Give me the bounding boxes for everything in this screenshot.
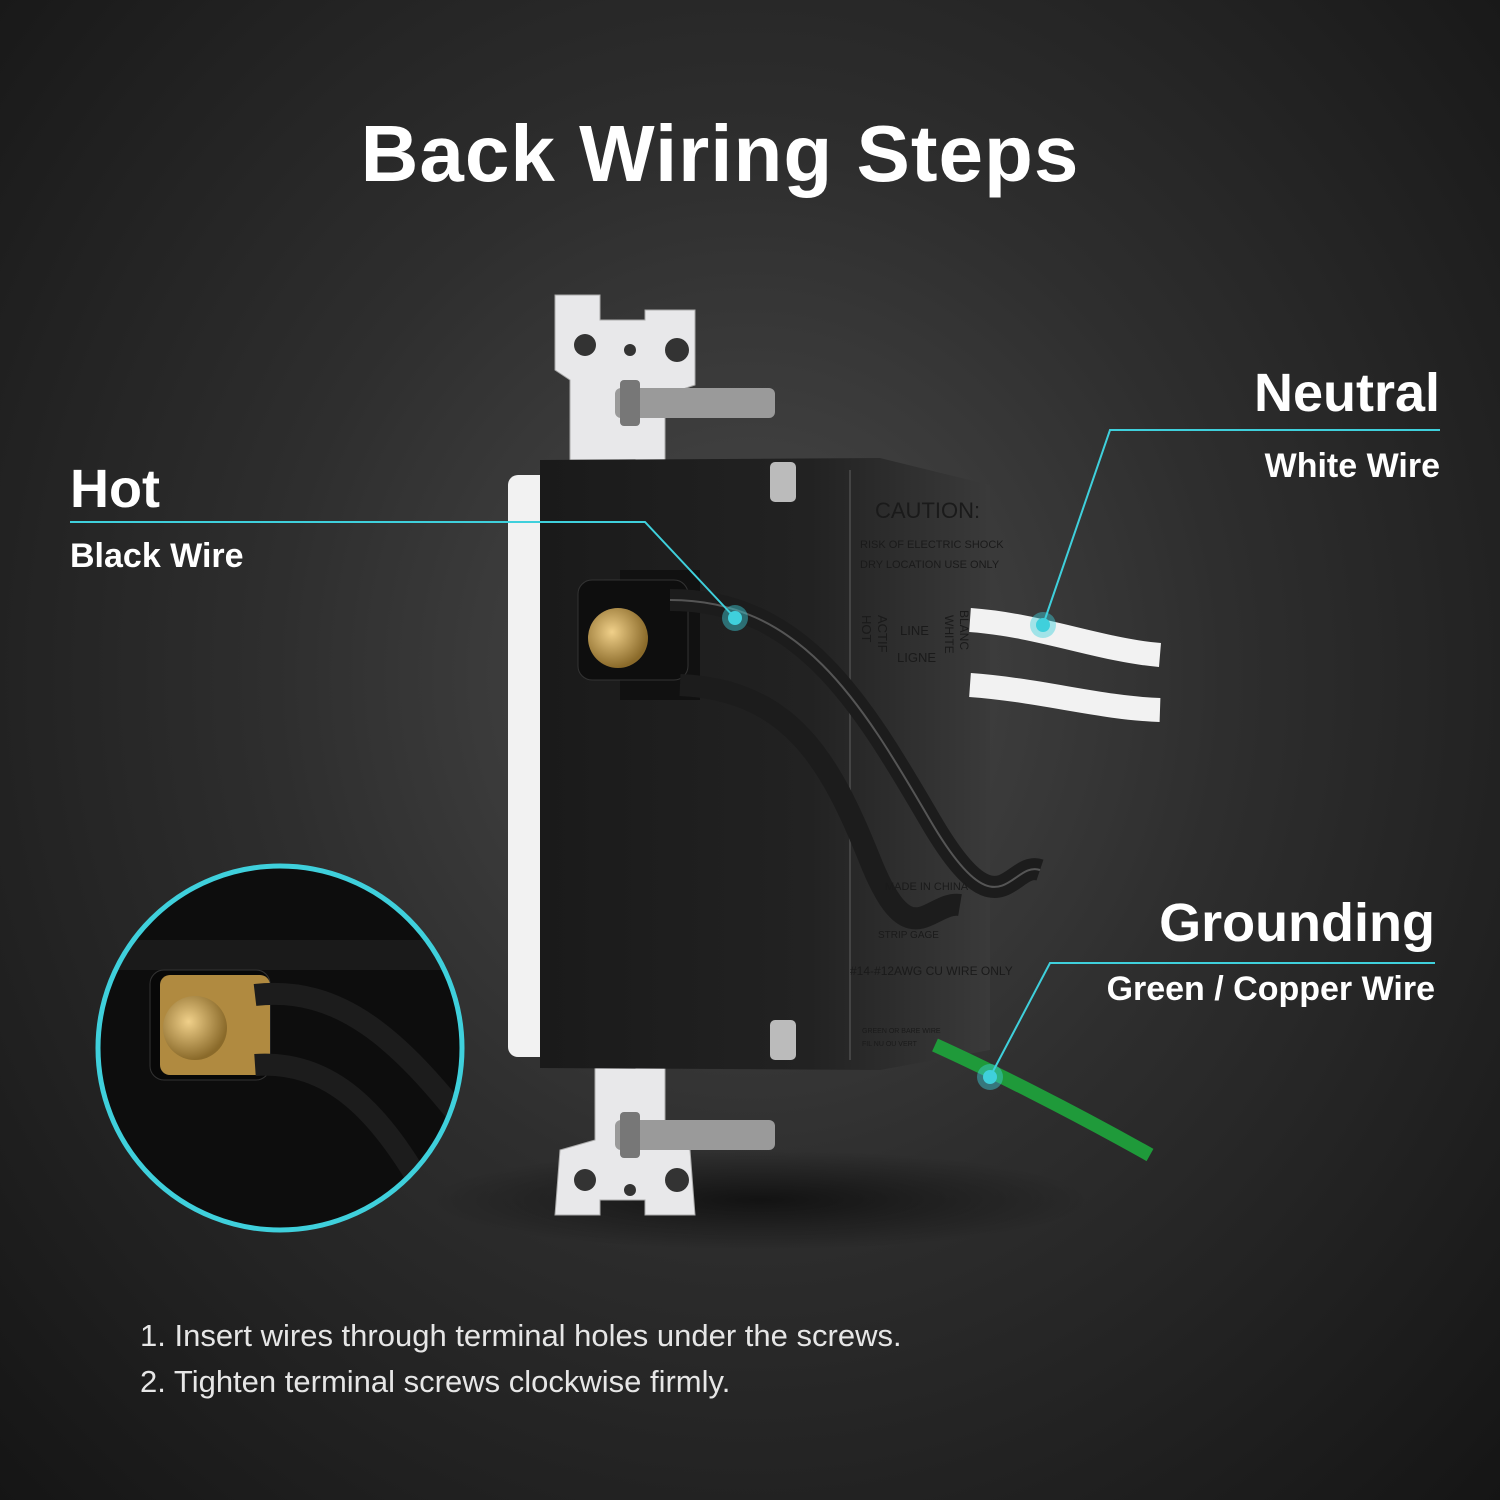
drop-shadow — [430, 1150, 1090, 1250]
hot-wire-2 — [679, 674, 962, 930]
svg-text:#14-#12AWG CU WIRE ONLY: #14-#12AWG CU WIRE ONLY — [850, 964, 1013, 978]
grounding-callout-line — [989, 962, 1435, 1078]
svg-text:ACTIF: ACTIF — [875, 615, 890, 653]
mounting-screw — [615, 1120, 775, 1150]
grounding-marker — [983, 1070, 997, 1084]
bottom-mounting-strap — [554, 1054, 775, 1216]
page-title: Back Wiring Steps — [360, 109, 1080, 198]
svg-text:LINE: LINE — [900, 623, 929, 638]
svg-text:HOT: HOT — [859, 615, 874, 643]
step-1: 1. Insert wires through terminal holes u… — [140, 1318, 902, 1353]
neutral-marker — [1036, 618, 1050, 632]
neutral-wire — [969, 608, 1162, 667]
svg-text:DRY LOCATION USE ONLY: DRY LOCATION USE ONLY — [860, 559, 1000, 571]
hot-label: Hot — [70, 459, 160, 519]
svg-text:GREEN OR BARE WIRE: GREEN OR BARE WIRE — [862, 1028, 941, 1035]
ground-wire — [932, 1038, 1154, 1162]
grounding-sublabel: Green / Copper Wire — [1106, 970, 1435, 1008]
svg-text:RISK OF ELECTRIC SHOCK: RISK OF ELECTRIC SHOCK — [860, 539, 1004, 551]
svg-text:LIGNE: LIGNE — [897, 650, 936, 665]
mounting-screw — [615, 388, 775, 418]
neutral-callout-line — [1042, 429, 1440, 626]
hot-callout-line — [70, 521, 736, 619]
hot-sublabel: Black Wire — [70, 537, 244, 575]
neutral-sublabel: White Wire — [1264, 447, 1440, 485]
step-2: 2. Tighten terminal screws clockwise fir… — [140, 1364, 731, 1399]
neutral-wire-2 — [969, 673, 1161, 722]
svg-text:BLANC: BLANC — [957, 610, 971, 650]
svg-text:FIL NU OU VERT: FIL NU OU VERT — [862, 1041, 918, 1048]
hot-marker — [728, 611, 742, 625]
terminal-closeup — [95, 863, 465, 1233]
top-mounting-strap — [554, 294, 775, 461]
svg-text:STRIP GAGE: STRIP GAGE — [878, 930, 939, 941]
callout-lines — [70, 429, 1440, 1078]
svg-text:WHITE: WHITE — [942, 615, 956, 654]
grounding-label: Grounding — [1159, 893, 1435, 953]
svg-text:MADE IN CHINA: MADE IN CHINA — [885, 881, 969, 893]
svg-text:CAUTION:: CAUTION: — [875, 498, 980, 523]
neutral-label: Neutral — [1253, 363, 1440, 423]
terminal-screw — [588, 608, 648, 668]
device-markings: CAUTION: RISK OF ELECTRIC SHOCK DRY LOCA… — [850, 498, 1013, 1048]
